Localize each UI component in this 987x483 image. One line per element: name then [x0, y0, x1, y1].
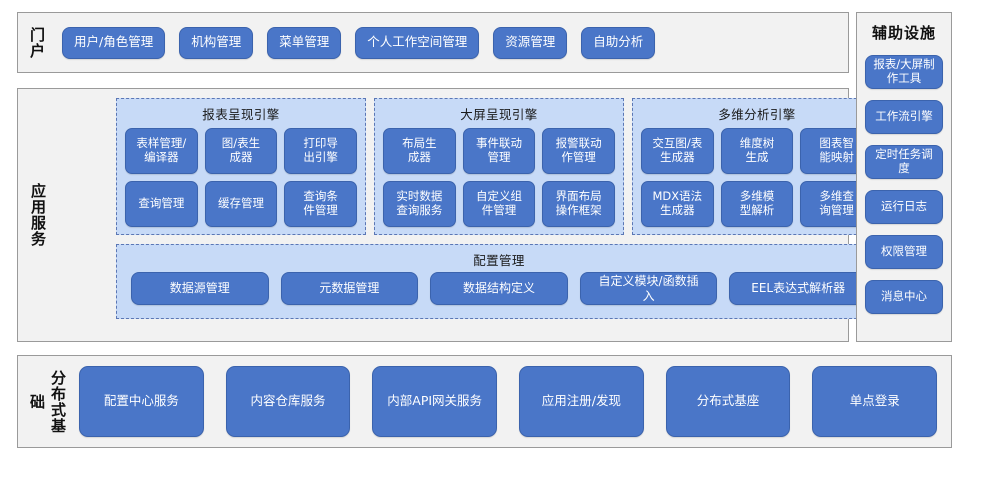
module-interactive-chart-table-generator[interactable]: 交互图/表 生成器	[641, 128, 714, 174]
group-report-rendering-engine-items: 表样管理/ 编译器 图/表生 成器 打印导 出引擎 查询管理 缓存管理 查询条 …	[117, 123, 365, 235]
service-content-repository[interactable]: 内容仓库服务	[225, 366, 351, 437]
group-multidimensional-analysis-engine-title: 多维分析引擎	[718, 107, 796, 122]
portal-item-org-management[interactable]: 机构管理	[179, 26, 254, 59]
module-multidimensional-model-parsing[interactable]: 多维模 型解析	[720, 181, 794, 227]
module-mdx-syntax-generator[interactable]: MDX语法 生成器	[641, 181, 714, 227]
module-custom-module-function-insertion[interactable]: 自定义模块/函数插入	[579, 272, 718, 305]
aux-item-report-dashboard-authoring-tool[interactable]: 报表/大屏制 作工具	[865, 55, 943, 89]
service-internal-api-gateway[interactable]: 内部API网关服务	[372, 366, 498, 437]
group-report-rendering-engine-title: 报表呈现引擎	[202, 107, 280, 122]
service-single-sign-on[interactable]: 单点登录	[812, 366, 938, 437]
portal-layer: 门户 用户/角色管理 机构管理 菜单管理 个人工作空间管理 资源管理 自助分析	[17, 12, 849, 73]
portal-item-resource-management[interactable]: 资源管理	[493, 26, 568, 59]
module-print-export-engine[interactable]: 打印导 出引擎	[284, 128, 357, 174]
module-metadata-management[interactable]: 元数据管理	[280, 272, 419, 305]
module-query-condition-management[interactable]: 查询条 件管理	[284, 181, 357, 227]
module-query-management[interactable]: 查询管理	[125, 181, 198, 227]
module-datasource-management[interactable]: 数据源管理	[131, 272, 269, 305]
module-alarm-linkage-action-management[interactable]: 报警联动 作管理	[542, 128, 615, 174]
module-realtime-data-query-service[interactable]: 实时数据 查询服务	[383, 181, 456, 227]
portal-item-menu-management[interactable]: 菜单管理	[267, 26, 342, 59]
distributed-foundation-item-list: 配置中心服务 内容仓库服务 内部API网关服务 应用注册/发现 分布式基座 单点…	[79, 366, 951, 437]
auxiliary-facilities-title: 辅助设施	[871, 24, 936, 42]
group-large-screen-rendering-engine-title: 大屏呈现引擎	[460, 107, 538, 122]
aux-item-runtime-log[interactable]: 运行日志	[865, 190, 943, 224]
portal-item-self-service-analysis[interactable]: 自助分析	[581, 26, 656, 59]
application-services-body: 报表呈现引擎 表样管理/ 编译器 图/表生 成器 打印导 出引擎 查询管理 缓存…	[57, 89, 882, 341]
service-application-registry-discovery[interactable]: 应用注册/发现	[519, 366, 644, 437]
aux-item-workflow-engine[interactable]: 工作流引擎	[865, 100, 943, 134]
group-report-rendering-engine: 报表呈现引擎 表样管理/ 编译器 图/表生 成器 打印导 出引擎 查询管理 缓存…	[116, 98, 366, 235]
aux-item-message-center[interactable]: 消息中心	[865, 280, 943, 314]
application-services-layer: 应用服务 报表呈现引擎 表样管理/ 编译器 图/表生 成器 打印导 出引擎 查询…	[17, 88, 882, 342]
module-data-structure-definition[interactable]: 数据结构定义	[430, 272, 568, 305]
group-multidimensional-analysis-engine-items: 交互图/表 生成器 维度树 生成 图表智 能映射 MDX语法 生成器 多维模 型…	[633, 123, 881, 235]
group-configuration-management-items: 数据源管理 元数据管理 数据结构定义 自定义模块/函数插入 EEL表达式解析器	[117, 269, 881, 305]
module-event-linkage-management[interactable]: 事件联动 管理	[462, 128, 536, 174]
module-dimension-tree-generation[interactable]: 维度树 生成	[720, 128, 794, 174]
module-cache-management[interactable]: 缓存管理	[204, 181, 278, 227]
module-custom-component-management[interactable]: 自定义组 件管理	[462, 181, 536, 227]
module-ui-layout-operation-framework[interactable]: 界面布局 操作框架	[542, 181, 615, 227]
group-large-screen-rendering-engine: 大屏呈现引擎 布局生 成器 事件联动 管理 报警联动 作管理 实时数据 查询服务…	[374, 98, 624, 235]
auxiliary-facilities-panel: 辅助设施 报表/大屏制 作工具 工作流引擎 定时任务调度 运行日志 权限管理 消…	[856, 12, 952, 342]
group-configuration-management: 配置管理 数据源管理 元数据管理 数据结构定义 自定义模块/函数插入 EEL表达…	[116, 244, 882, 319]
module-template-management-compiler[interactable]: 表样管理/ 编译器	[125, 128, 198, 174]
module-chart-table-generator[interactable]: 图/表生 成器	[204, 128, 278, 174]
group-configuration-management-title: 配置管理	[473, 253, 525, 268]
aux-item-scheduled-task-scheduler[interactable]: 定时任务调度	[865, 145, 943, 179]
portal-item-list: 用户/角色管理 机构管理 菜单管理 个人工作空间管理 资源管理 自助分析	[58, 26, 656, 59]
portal-item-user-role-management[interactable]: 用户/角色管理	[62, 26, 166, 59]
distributed-foundation-layer-label: 分布式基础	[28, 369, 67, 434]
application-services-layer-label: 应用服务	[29, 183, 47, 247]
group-multidimensional-analysis-engine: 多维分析引擎 交互图/表 生成器 维度树 生成 图表智 能映射 MDX语法 生成…	[632, 98, 882, 235]
auxiliary-facilities-item-list: 报表/大屏制 作工具 工作流引擎 定时任务调度 运行日志 权限管理 消息中心	[865, 55, 943, 314]
aux-item-permission-management[interactable]: 权限管理	[865, 235, 943, 269]
group-large-screen-rendering-engine-items: 布局生 成器 事件联动 管理 报警联动 作管理 实时数据 查询服务 自定义组 件…	[375, 123, 623, 235]
module-layout-generator[interactable]: 布局生 成器	[383, 128, 456, 174]
module-eel-expression-parser[interactable]: EEL表达式解析器	[729, 272, 867, 305]
service-distributed-base[interactable]: 分布式基座	[665, 366, 791, 437]
portal-layer-label: 门户	[28, 26, 46, 59]
portal-item-personal-workspace-management[interactable]: 个人工作空间管理	[355, 26, 480, 59]
distributed-foundation-layer: 分布式基础 配置中心服务 内容仓库服务 内部API网关服务 应用注册/发现 分布…	[17, 355, 952, 448]
service-config-center[interactable]: 配置中心服务	[79, 366, 204, 437]
